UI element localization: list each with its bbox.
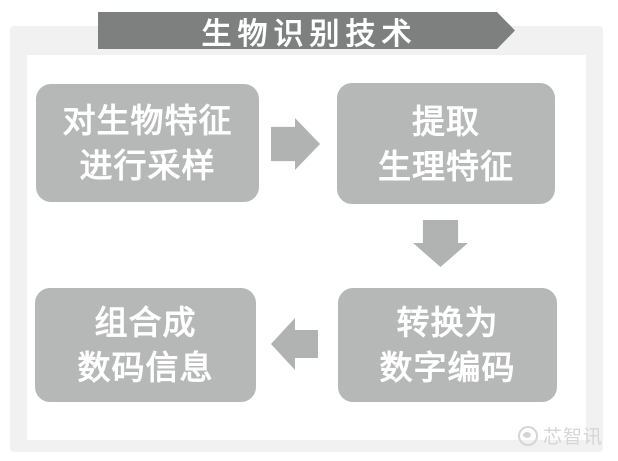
step-text-line: 数字编码 — [379, 349, 516, 386]
step-text-line: 转换为 — [396, 304, 499, 341]
step-box-digital-encoding: 转换为 数字编码 — [338, 288, 557, 402]
step-box-sampling: 对生物特征 进行采样 — [36, 84, 259, 202]
step-text-line: 提取 — [412, 102, 480, 140]
step-text-line: 进行采样 — [79, 147, 216, 184]
step-text-line: 对生物特征 — [62, 102, 233, 139]
watermark: 芯智讯 — [518, 422, 603, 449]
title-banner: 生物识别技术 — [98, 12, 515, 49]
step-box-feature-extraction: 提取 生理特征 — [337, 83, 555, 204]
xinzhixun-logo-icon — [518, 425, 538, 446]
step-text-line: 生理特征 — [378, 147, 514, 185]
diagram-title: 生物识别技术 — [201, 17, 418, 51]
step-text-line: 数码信息 — [77, 349, 214, 386]
watermark-text: 芯智讯 — [543, 427, 604, 448]
step-text-line: 组合成 — [94, 304, 197, 341]
step-box-digital-info: 组合成 数码信息 — [35, 288, 256, 402]
